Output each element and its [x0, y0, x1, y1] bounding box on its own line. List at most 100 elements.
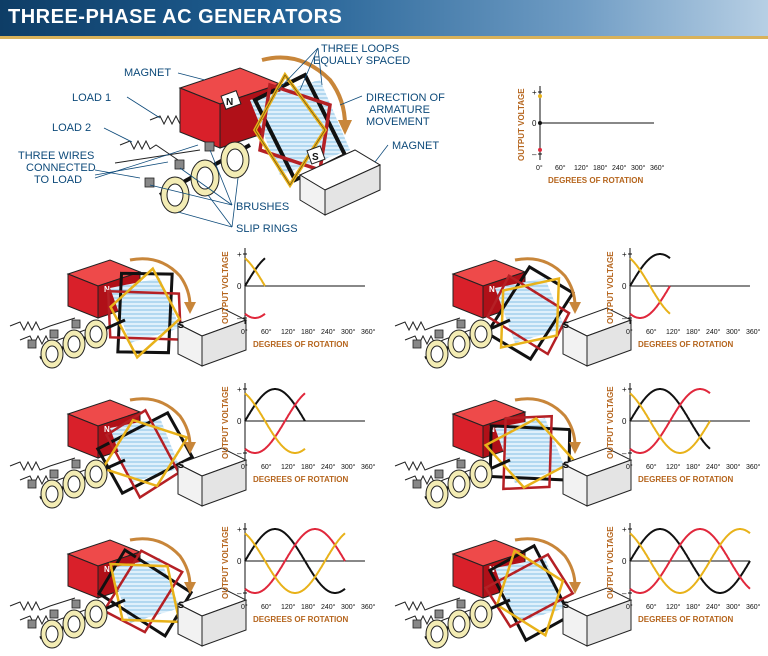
- label-direction-1: DIRECTION OF: [366, 92, 445, 104]
- x-axis-label: DEGREES OF ROTATION: [638, 615, 733, 624]
- y-plus-label: +: [622, 525, 627, 534]
- main-generator: N S: [18, 43, 445, 235]
- x-tick-label: 0°: [626, 328, 633, 336]
- x-tick-label: 300°: [726, 603, 741, 611]
- y-zero-label: 0: [237, 417, 242, 426]
- loop-red: [502, 414, 554, 491]
- loop-red: [483, 552, 575, 629]
- label-brushes: BRUSHES: [236, 201, 289, 213]
- small-generator-3: NS: [9, 397, 248, 509]
- series-line-black: [629, 253, 671, 287]
- x-tick-label: 240°: [321, 463, 336, 471]
- x-tick-label: 60°: [555, 164, 566, 172]
- slip-ring-hole: [430, 485, 444, 503]
- x-tick-label: 60°: [646, 463, 657, 471]
- armature-loops: [484, 264, 576, 362]
- series-line-red: [629, 528, 751, 594]
- x-tick-label: 360°: [361, 463, 376, 471]
- y-plus-label: +: [237, 250, 242, 259]
- magnet-s-side: [201, 319, 247, 367]
- y-minus-label: –: [532, 150, 537, 159]
- label-magnet-right: MAGNET: [392, 140, 439, 152]
- x-axis-label: DEGREES OF ROTATION: [638, 340, 733, 349]
- series-line-black: [629, 528, 751, 594]
- small-generator-2: NS: [394, 257, 633, 369]
- y-axis-label: OUTPUT VOLTAGE: [221, 526, 230, 599]
- y-plus-label: +: [237, 385, 242, 394]
- x-tick-label: 120°: [574, 164, 589, 172]
- leader-lines: [94, 47, 389, 228]
- x-tick-label: 0°: [241, 603, 248, 611]
- chart-2: +0–OUTPUT VOLTAGE0°60°120°180°240°300°36…: [221, 248, 376, 349]
- brush: [412, 619, 422, 629]
- pole-n-label: N: [104, 565, 110, 574]
- magnet-s-side: [586, 319, 632, 367]
- magnet-s-side: [201, 599, 247, 647]
- slip-ring-hole: [430, 345, 444, 363]
- rotation-arrowhead: [569, 302, 581, 314]
- armature-loops: [483, 543, 575, 643]
- y-plus-label: +: [237, 525, 242, 534]
- brush: [71, 599, 81, 609]
- x-tick-label: 0°: [626, 603, 633, 611]
- x-axis-label: DEGREES OF ROTATION: [548, 176, 643, 185]
- series-line-yellow: [629, 392, 711, 454]
- x-tick-label: 120°: [281, 603, 296, 611]
- x-tick-label: 360°: [746, 463, 761, 471]
- x-tick-label: 300°: [341, 603, 356, 611]
- armature-plane: [495, 418, 565, 483]
- x-tick-label: 240°: [706, 603, 721, 611]
- x-tick-label: 360°: [746, 603, 761, 611]
- shaft-and-slip-rings: [159, 141, 251, 214]
- brush: [49, 609, 59, 619]
- rotation-arrow: [129, 537, 192, 587]
- rotation-arrowhead: [338, 120, 352, 135]
- magnet-s-side: [201, 459, 247, 507]
- magnet-south: S: [298, 145, 382, 216]
- pole-s-label: S: [312, 152, 319, 163]
- y-minus-label: –: [622, 449, 627, 458]
- slip-ring-hole: [452, 615, 466, 633]
- slip-ring-hole: [89, 605, 103, 623]
- small-generator-4: NS: [394, 397, 633, 509]
- rotation-arrow: [514, 537, 577, 587]
- x-tick-label: 60°: [261, 328, 272, 336]
- x-axis-label: DEGREES OF ROTATION: [253, 475, 348, 484]
- pole-s-label: S: [178, 320, 184, 330]
- x-tick-label: 240°: [706, 463, 721, 471]
- loop-yellow: [499, 276, 561, 350]
- voltage-charts: +0–OUTPUT VOLTAGE0°60°120°180°240°300°36…: [221, 86, 761, 624]
- brush: [412, 339, 422, 349]
- pole-n-label: N: [104, 425, 110, 434]
- y-axis-label: OUTPUT VOLTAGE: [606, 386, 615, 459]
- x-tick-label: 240°: [321, 603, 336, 611]
- y-minus-label: –: [237, 314, 242, 323]
- y-axis-label: OUTPUT VOLTAGE: [221, 251, 230, 324]
- series-line-yellow: [629, 257, 671, 315]
- pole-s-label: S: [563, 320, 569, 330]
- brush: [456, 459, 466, 469]
- x-tick-label: 360°: [361, 328, 376, 336]
- load-wire: [9, 457, 76, 472]
- chart-1: +0–OUTPUT VOLTAGE0°60°120°180°240°300°36…: [517, 86, 665, 185]
- slip-ring-hole: [474, 605, 488, 623]
- load-wire: [9, 317, 76, 332]
- y-axis-label: OUTPUT VOLTAGE: [517, 88, 526, 161]
- series-line-red: [244, 312, 266, 319]
- brushes: [144, 141, 215, 188]
- y-minus-label: –: [237, 589, 242, 598]
- brush: [71, 319, 81, 329]
- brush: [456, 319, 466, 329]
- load-wire: [394, 317, 461, 332]
- x-tick-label: 180°: [301, 603, 316, 611]
- x-tick-label: 240°: [706, 328, 721, 336]
- x-tick-label: 0°: [241, 463, 248, 471]
- loop-yellow: [483, 416, 577, 490]
- label-three-loops-2: EQUALLY SPACED: [313, 55, 410, 67]
- brush: [27, 619, 37, 629]
- x-tick-label: 180°: [686, 603, 701, 611]
- x-axis-label: DEGREES OF ROTATION: [638, 475, 733, 484]
- y-zero-label: 0: [622, 282, 627, 291]
- x-tick-label: 360°: [361, 603, 376, 611]
